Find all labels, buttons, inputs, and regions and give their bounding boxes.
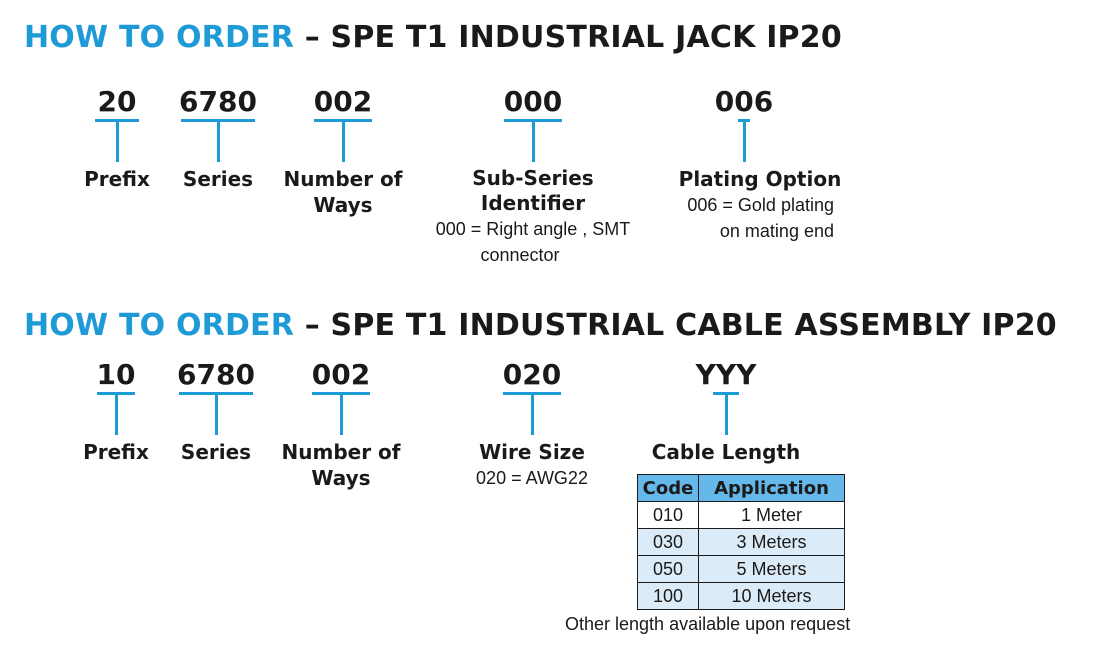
segment-underline [503, 392, 561, 395]
segment-underline [179, 392, 253, 395]
segment-code: 020 [502, 358, 562, 391]
table-row: 050 5 Meters [637, 555, 845, 583]
segment-code: 6780 [177, 358, 255, 391]
segment-number-of-ways: 002 Number of Ways [243, 87, 443, 218]
table-row: 010 1 Meter [637, 501, 845, 529]
segment-code: 6780 [179, 85, 257, 118]
segment-label: Series [180, 440, 252, 464]
segment-prefix: 20 Prefix [17, 87, 217, 192]
segment-label: Number of Ways [281, 440, 401, 490]
heading-accent: HOW TO ORDER [24, 308, 295, 343]
section-heading-jack: HOW TO ORDER – SPE T1 INDUSTRIAL JACK IP… [24, 20, 842, 55]
table-header-row: Code Application [637, 474, 845, 502]
segment-desc-line: 006 = Gold plating [687, 195, 834, 215]
segment-desc-line: on mating end [719, 221, 834, 241]
cell-application: 5 Meters [698, 555, 845, 583]
segment-series: 6780 Series [116, 360, 316, 465]
segment-code: 000 [503, 85, 563, 118]
heading-rest: – SPE T1 INDUSTRIAL CABLE ASSEMBLY IP20 [294, 308, 1057, 343]
segment-connector [214, 395, 218, 435]
cell-code: 100 [637, 582, 699, 610]
segment-code: 20 [97, 85, 137, 118]
segment-desc-line: 000 = Right angle , SMT [435, 219, 631, 239]
segment-connector [530, 395, 534, 435]
segment-connector [115, 122, 119, 162]
column-header-application: Application [698, 474, 845, 502]
segment-underline [314, 119, 372, 122]
segment-underline [181, 119, 255, 122]
segment-underline [738, 119, 750, 122]
cell-application: 3 Meters [698, 528, 845, 556]
segment-connector [341, 122, 345, 162]
table-row: 030 3 Meters [637, 528, 845, 556]
segment-underline [312, 392, 370, 395]
segment-prefix: 10 Prefix [16, 360, 216, 465]
segment-plating-option: 006 Plating Option 006 = Gold plating on… [644, 87, 844, 244]
availability-note: Other length available upon request [565, 614, 851, 634]
segment-code: 002 [313, 85, 373, 118]
segment-label: Prefix [84, 167, 150, 191]
segment-desc-line: 020 = AWG22 [476, 468, 588, 488]
segment-connector [531, 122, 535, 162]
segment-wire-size: 020 Wire Size 020 = AWG22 [432, 360, 632, 491]
segment-code: YYY [695, 358, 757, 391]
segment-label: Number of Ways [283, 167, 403, 217]
segment-connector [742, 122, 746, 162]
heading-rest: – SPE T1 INDUSTRIAL JACK IP20 [294, 20, 842, 55]
segment-series: 6780 Series [118, 87, 318, 192]
cable-length-table: Code Application 010 1 Meter 030 3 Meter… [637, 474, 845, 610]
table-row: 100 10 Meters [637, 582, 845, 610]
segment-connector [339, 395, 343, 435]
segment-code: 002 [311, 358, 371, 391]
cell-code: 010 [637, 501, 699, 529]
segment-code: 10 [96, 358, 136, 391]
segment-cable-length: YYY Cable Length [626, 360, 826, 465]
section-heading-cable-assembly: HOW TO ORDER – SPE T1 INDUSTRIAL CABLE A… [24, 308, 1057, 343]
segment-underline [95, 119, 139, 122]
segment-label: Wire Size [479, 440, 585, 464]
segment-connector [114, 395, 118, 435]
segment-label: Plating Option [678, 167, 842, 191]
segment-desc-line: connector [480, 245, 560, 265]
segment-underline [713, 392, 739, 395]
segment-sub-series: 000 Sub-Series Identifier 000 = Right an… [413, 87, 653, 268]
segment-connector [216, 122, 220, 162]
segment-label: Series [182, 167, 254, 191]
segment-underline [97, 392, 135, 395]
heading-accent: HOW TO ORDER [24, 20, 295, 55]
segment-underline [504, 119, 562, 122]
segment-label: Cable Length [651, 440, 801, 464]
cell-code: 030 [637, 528, 699, 556]
segment-number-of-ways: 002 Number of Ways [241, 360, 441, 491]
segment-label: Prefix [83, 440, 149, 464]
segment-label: Sub-Series Identifier [472, 166, 594, 215]
segment-connector [724, 395, 728, 435]
segment-code: 006 [714, 85, 774, 118]
cell-application: 10 Meters [698, 582, 845, 610]
column-header-code: Code [637, 474, 699, 502]
cell-application: 1 Meter [698, 501, 845, 529]
cell-code: 050 [637, 555, 699, 583]
